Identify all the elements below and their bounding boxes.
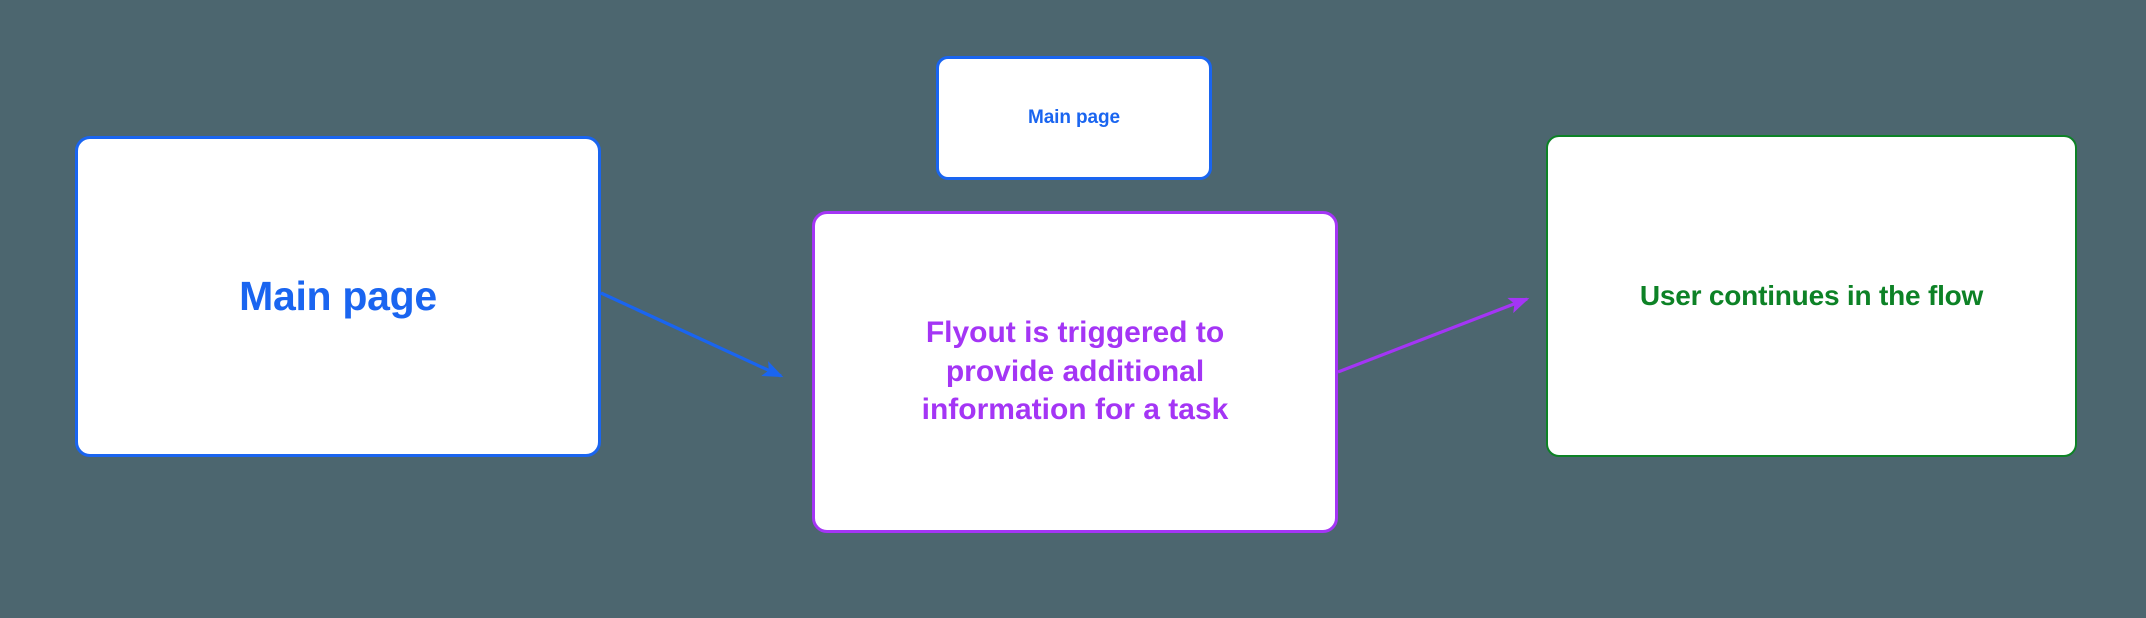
node-main-page-large[interactable]: Main page [75,136,601,457]
node-flyout-label: Flyout is triggered to provide additiona… [921,316,1229,427]
node-user-continues-label: User continues in the flow [1639,279,1984,311]
node-main-page-large-label: Main page [239,273,437,320]
edge-main-to-flyout [600,291,784,378]
node-main-page-small[interactable]: Main page [936,56,1212,180]
node-flyout[interactable]: Flyout is triggered to provide additiona… [812,211,1338,533]
node-main-page-small-label: Main page [1027,107,1120,129]
node-user-continues[interactable]: User continues in the flow [1546,135,2077,457]
edge-flyout-to-user [1337,297,1530,374]
